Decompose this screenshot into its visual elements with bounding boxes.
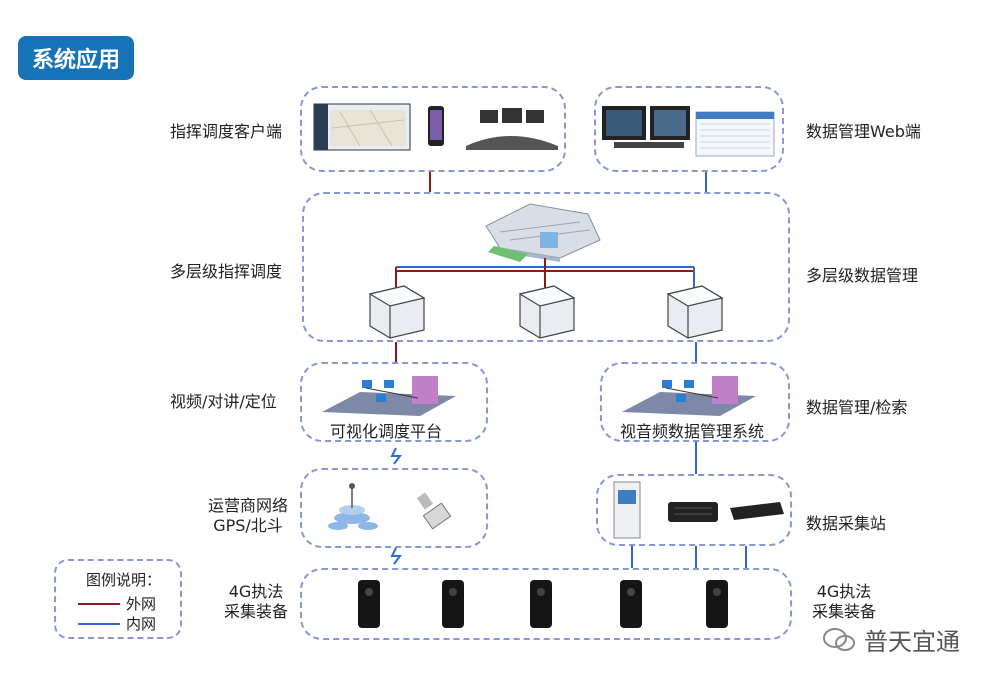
watermark-text: 普天宜通	[864, 628, 960, 656]
legend-internal: 内网	[78, 613, 156, 634]
kiosk-icon	[613, 481, 641, 539]
watermark: 普天宜通	[822, 622, 960, 657]
wireless-link-icon-lower	[390, 547, 402, 565]
legend-external-swatch	[78, 602, 120, 605]
body-camera-icon-5	[706, 580, 728, 628]
platform-network-icon	[322, 376, 456, 416]
label-devices-left-line1: 4G执法	[228, 582, 284, 601]
client-phone-icon	[428, 106, 444, 146]
body-camera-icon-4	[620, 580, 642, 628]
client-map-screenshot	[313, 103, 411, 151]
platform-box	[300, 362, 488, 442]
dock-tray-icon	[668, 502, 718, 522]
legend-title: 图例说明：	[86, 571, 162, 589]
server-icon-right	[666, 285, 724, 339]
label-devices-left-line2: 采集装备	[223, 602, 288, 621]
station-box	[596, 474, 792, 546]
label-multilevel-data: 多层级数据管理	[806, 266, 919, 285]
web-box	[594, 86, 784, 172]
label-network: 运营商网络 GPS/北斗	[200, 496, 296, 536]
body-camera-icon-3	[530, 580, 552, 628]
label-client: 指挥调度客户端	[170, 122, 283, 141]
av-network-icon	[622, 376, 756, 416]
label-network-line1: 运营商网络	[207, 496, 288, 515]
server-icon-left	[368, 285, 426, 339]
label-retrieve: 数据管理/检索	[806, 398, 908, 417]
web-monitors-icon	[602, 106, 690, 148]
multilevel-box	[302, 192, 790, 342]
page-title: 系统应用	[18, 36, 134, 80]
building-icon	[485, 203, 601, 262]
label-devices-right: 4G执法 采集装备	[804, 582, 884, 622]
dock-strip-icon	[730, 502, 784, 520]
client-console-icon	[466, 108, 558, 150]
web-page-screenshot	[695, 111, 775, 157]
label-devices-left: 4G执法 采集装备	[216, 582, 296, 622]
label-station: 数据采集站	[806, 514, 887, 533]
cell-tower-icon	[328, 483, 378, 530]
legend: 图例说明： 外网 内网	[54, 559, 182, 639]
client-box	[300, 86, 566, 172]
wireless-link-icon-upper	[390, 447, 402, 465]
legend-internal-label: 内网	[126, 615, 157, 633]
body-camera-icon-2	[442, 580, 464, 628]
label-devices-right-line2: 采集装备	[811, 602, 876, 621]
legend-external: 外网	[78, 593, 156, 614]
wechat-icon	[823, 627, 855, 651]
devices-box	[300, 568, 792, 640]
body-camera-icon-1	[358, 580, 380, 628]
label-network-line2: GPS/北斗	[213, 516, 283, 535]
caption-av-system: 视音频数据管理系统	[620, 422, 765, 441]
network-box	[300, 468, 488, 548]
caption-platform: 可视化调度平台	[330, 422, 443, 441]
legend-external-label: 外网	[126, 595, 157, 613]
legend-internal-swatch	[78, 622, 120, 625]
label-video: 视频/对讲/定位	[170, 392, 277, 411]
av-system-box	[600, 362, 790, 442]
label-devices-right-line1: 4G执法	[816, 582, 872, 601]
label-web: 数据管理Web端	[806, 122, 921, 141]
label-multilevel-dispatch: 多层级指挥调度	[170, 262, 283, 281]
server-icon-middle	[518, 285, 576, 339]
satellite-icon	[416, 492, 452, 530]
